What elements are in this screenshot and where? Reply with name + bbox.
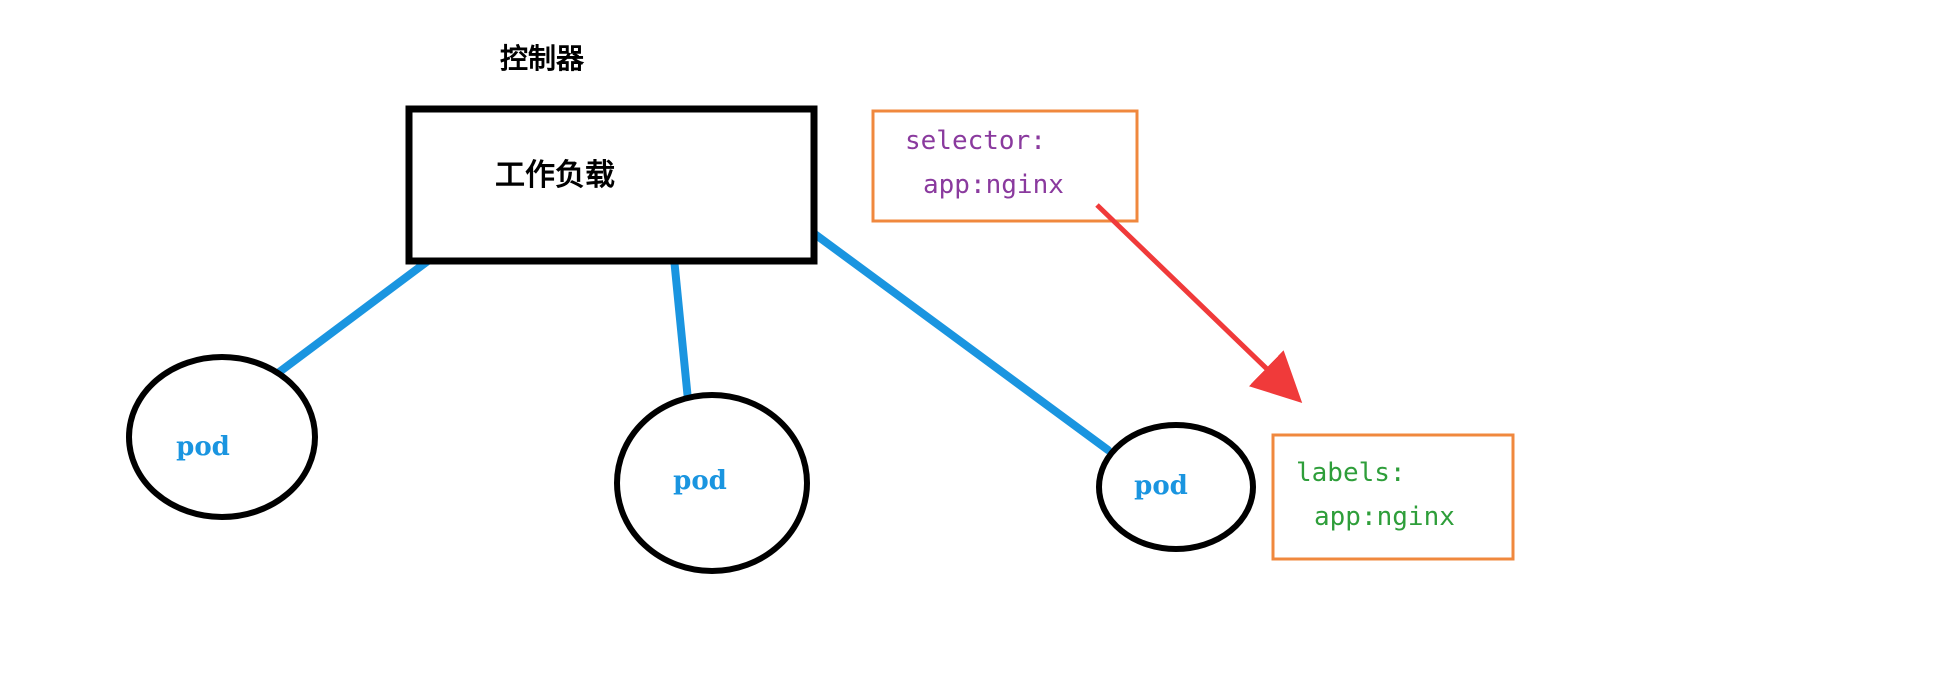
- labels-value: app:nginx: [1314, 502, 1455, 532]
- pod-label-left: pod: [176, 432, 230, 462]
- pod-circle-left: [126, 354, 318, 520]
- pod-label-middle: pod: [673, 466, 727, 496]
- workload-label: 工作负载: [495, 158, 615, 193]
- pod-circle-right: [1096, 422, 1256, 552]
- labels-key: labels:: [1296, 458, 1406, 488]
- selector-value: app:nginx: [923, 170, 1064, 200]
- selector-box: [871, 109, 1139, 223]
- connector-line-right: [808, 228, 1112, 454]
- connector-line-middle: [669, 244, 692, 404]
- pod-label-right: pod: [1134, 471, 1188, 501]
- workload-box: [405, 105, 818, 265]
- pod-circle-middle: [614, 392, 810, 574]
- match-arrow: [1095, 203, 1303, 403]
- controller-title: 控制器: [500, 42, 585, 75]
- labels-box: [1271, 433, 1515, 561]
- selector-key: selector:: [905, 126, 1046, 156]
